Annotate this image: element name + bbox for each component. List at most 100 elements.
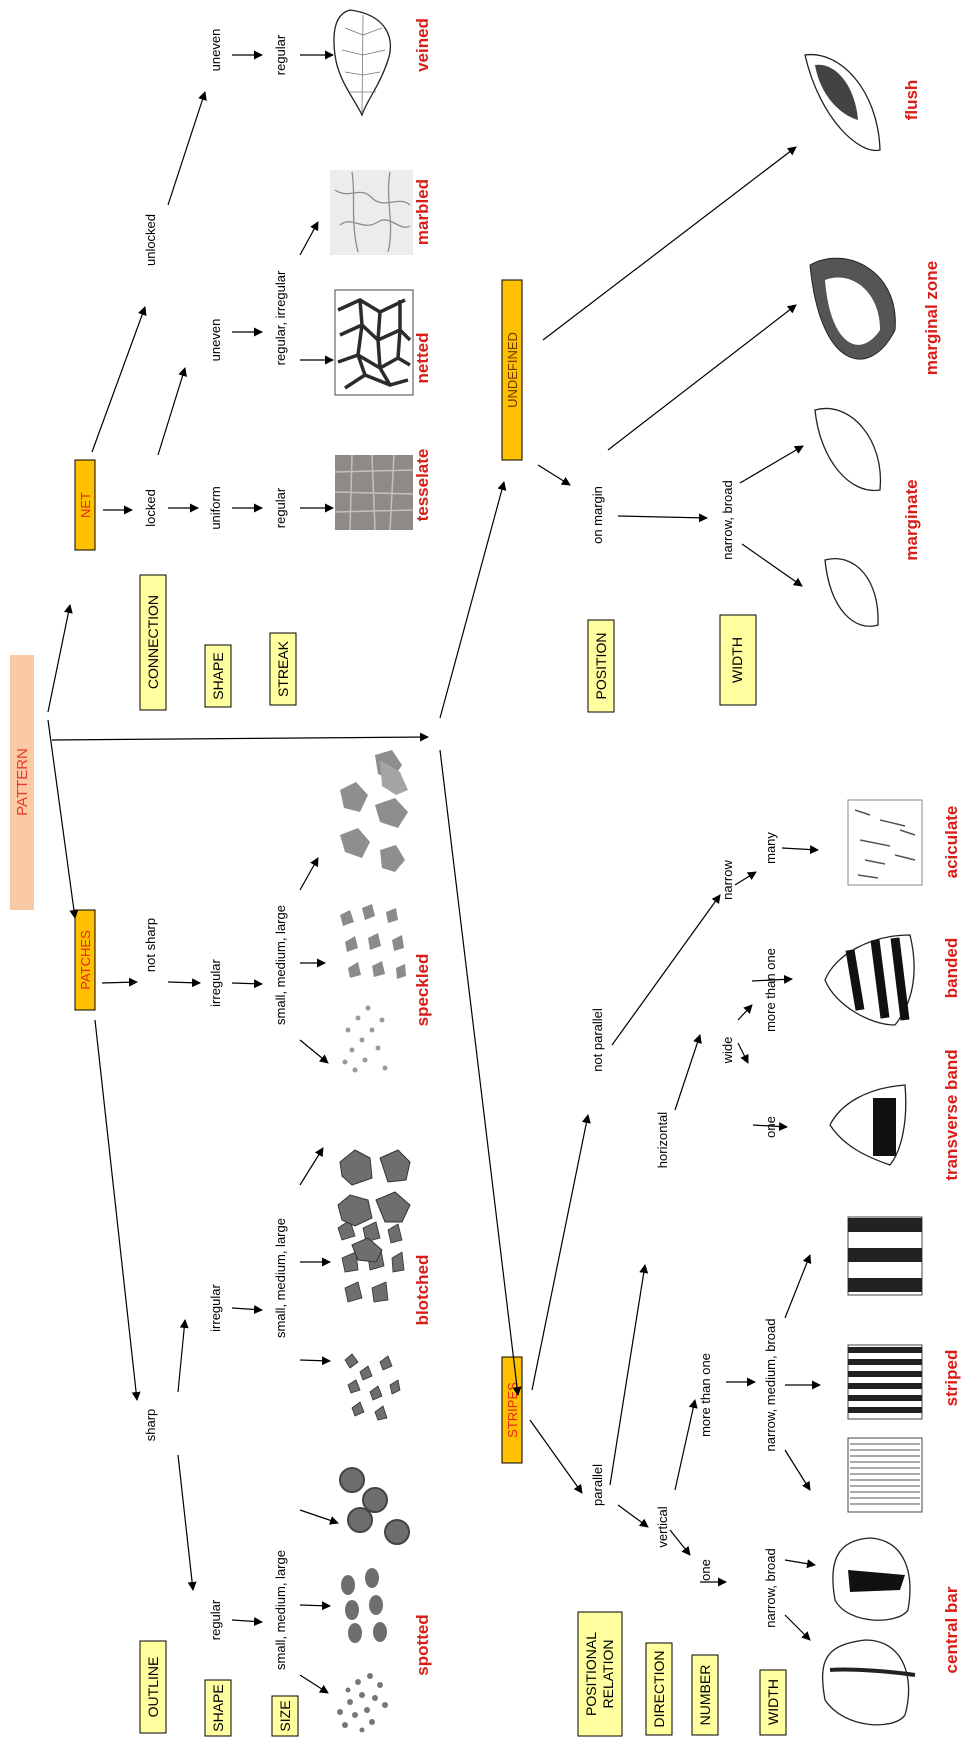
- svg-text:WIDTH: WIDTH: [765, 1679, 781, 1725]
- result-tesselate: tesselate: [413, 449, 432, 522]
- marginate-broad-illustration: [814, 407, 882, 492]
- svg-text:RELATION: RELATION: [600, 1640, 616, 1709]
- label-more-than-one-vertical: more than one: [698, 1353, 713, 1437]
- flush-illustration: [804, 53, 881, 152]
- category-width-undefined: WIDTH: [719, 614, 757, 706]
- category-boxes: OUTLINE SHAPE SIZE CONNECTION SHAPE STRE…: [139, 574, 787, 1737]
- label-wide: wide: [720, 1037, 735, 1065]
- result-transverse-band: transverse band: [942, 1049, 961, 1180]
- label-irregular-blotched: irregular: [208, 1283, 223, 1331]
- category-width-stripes: WIDTH: [759, 1669, 787, 1736]
- category-number: NUMBER: [691, 1654, 719, 1736]
- category-shape-patches: SHAPE: [204, 1679, 232, 1737]
- svg-text:NUMBER: NUMBER: [697, 1665, 713, 1726]
- label-narrow-broad-central: narrow, broad: [763, 1548, 778, 1628]
- central-bar-narrow-illustration: [821, 1639, 916, 1726]
- svg-text:DIRECTION: DIRECTION: [651, 1651, 667, 1728]
- label-not-sharp: not sharp: [143, 918, 158, 972]
- result-marginal-zone: marginal zone: [922, 261, 941, 375]
- label-regular-irregular: regular, irregular: [273, 270, 288, 365]
- label-regular-shape: regular: [208, 1599, 223, 1640]
- veined-illustration: [333, 9, 392, 117]
- marginate-narrow-illustration: [824, 558, 879, 627]
- blotched-small-illustration: [344, 1353, 401, 1421]
- result-names: spotted blotched speckled tesselate nett…: [413, 18, 961, 1676]
- label-size-blotched: small, medium, large: [273, 1218, 288, 1338]
- result-netted: netted: [413, 333, 432, 384]
- label-size-speckled: small, medium, large: [273, 905, 288, 1025]
- label-narrow-medium-broad: narrow, medium, broad: [763, 1319, 778, 1452]
- netted-illustration: [334, 289, 414, 396]
- root-label: PATTERN: [14, 748, 31, 816]
- result-aciculate: aciculate: [942, 806, 961, 879]
- svg-text:POSITION: POSITION: [593, 633, 609, 700]
- label-narrow-broad-marginate: narrow, broad: [720, 480, 735, 560]
- node-net: NET: [74, 459, 96, 551]
- node-patches-label: PATCHES: [78, 930, 93, 990]
- blotched-large-illustration: [337, 1149, 411, 1263]
- label-irregular-speckled: irregular: [208, 958, 223, 1006]
- label-more-than-one-horizontal: more than one: [763, 948, 778, 1032]
- striped-broad-illustration: [847, 1216, 923, 1296]
- root-node: PATTERN: [10, 655, 34, 910]
- svg-text:STREAK: STREAK: [275, 640, 291, 697]
- svg-text:CONNECTION: CONNECTION: [145, 595, 161, 689]
- node-undefined: UNDEFINED: [501, 279, 523, 461]
- result-flush: flush: [902, 80, 921, 121]
- label-not-parallel: not parallel: [590, 1008, 605, 1072]
- label-sharp: sharp: [143, 1409, 158, 1442]
- central-bar-broad-illustration: [832, 1537, 911, 1621]
- label-size-spotted: small, medium, large: [273, 1550, 288, 1670]
- category-outline: OUTLINE: [139, 1640, 167, 1734]
- category-positional-relation: POSITIONAL RELATION: [577, 1611, 623, 1737]
- marbled-illustration: [330, 170, 413, 255]
- category-position: POSITION: [587, 619, 615, 713]
- spotted-small-illustration: [337, 1673, 388, 1733]
- result-speckled: speckled: [413, 954, 432, 1027]
- result-marginate: marginate: [902, 479, 921, 560]
- striped-medium-illustration: [847, 1344, 923, 1420]
- banded-illustration: [824, 934, 915, 1026]
- category-connection: CONNECTION: [139, 574, 167, 711]
- label-vertical: vertical: [655, 1506, 670, 1547]
- label-horizontal: horizontal: [655, 1112, 670, 1168]
- label-uneven-veined: uneven: [208, 29, 223, 72]
- node-undefined-label: UNDEFINED: [505, 332, 520, 408]
- node-patches: PATCHES: [74, 909, 96, 1011]
- striped-narrow-illustration: [847, 1437, 923, 1513]
- result-marbled: marbled: [413, 179, 432, 245]
- svg-text:SIZE: SIZE: [277, 1700, 293, 1731]
- result-veined: veined: [413, 18, 432, 72]
- label-regular-veined: regular: [273, 34, 288, 75]
- label-narrow: narrow: [720, 860, 735, 900]
- label-locked: locked: [143, 489, 158, 527]
- label-one-vertical: one: [698, 1559, 713, 1581]
- label-on-margin: on margin: [590, 486, 605, 544]
- svg-text:SHAPE: SHAPE: [210, 1684, 226, 1731]
- category-direction: DIRECTION: [645, 1642, 673, 1736]
- label-unlocked: unlocked: [143, 214, 158, 266]
- result-central-bar: central bar: [942, 1586, 961, 1673]
- result-spotted: spotted: [413, 1614, 432, 1675]
- category-streak: STREAK: [269, 632, 297, 706]
- spotted-large-illustration: [339, 1467, 410, 1545]
- aciculate-illustration: [847, 799, 923, 886]
- result-banded: banded: [942, 938, 961, 998]
- label-parallel: parallel: [590, 1464, 605, 1506]
- svg-text:SHAPE: SHAPE: [210, 652, 226, 699]
- label-many: many: [763, 832, 778, 864]
- label-regular-tesselate: regular: [273, 487, 288, 528]
- result-striped: striped: [942, 1350, 961, 1407]
- svg-text:WIDTH: WIDTH: [729, 637, 745, 683]
- category-size: SIZE: [271, 1695, 299, 1737]
- label-uniform: uniform: [208, 486, 223, 529]
- label-uneven-netted: uneven: [208, 319, 223, 362]
- node-stripes: STRIPES: [501, 1356, 523, 1464]
- node-net-label: NET: [78, 492, 93, 518]
- category-shape-net: SHAPE: [204, 644, 232, 708]
- svg-text:OUTLINE: OUTLINE: [145, 1657, 161, 1718]
- speckled-medium-illustration: [340, 904, 406, 979]
- result-blotched: blotched: [413, 1255, 432, 1326]
- branch-labels: sharp not sharp regular irregular irregu…: [143, 29, 778, 1670]
